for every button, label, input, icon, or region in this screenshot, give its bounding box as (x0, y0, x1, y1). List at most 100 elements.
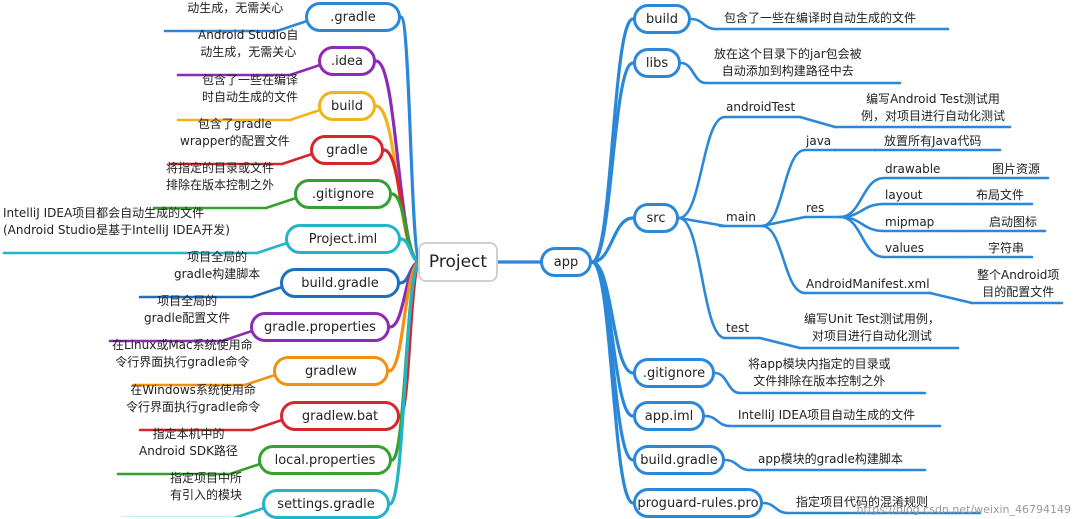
text-line: 目的配置文件 (982, 285, 1055, 299)
test-label: test (726, 320, 749, 337)
connector-src-androidtest (677, 115, 727, 220)
left-node-5[interactable]: Project.iml (285, 224, 401, 254)
text-line: androidTest (726, 100, 796, 114)
text-line: drawable (885, 162, 941, 176)
node-label: build.gradle (640, 452, 718, 468)
text-line: app模块的gradle构建脚本 (758, 452, 903, 466)
test-desc: 编写Unit Test测试用例，对项目进行自动化测试 (804, 311, 940, 345)
androidtest-desc: 编写Android Test测试用例，对项目进行自动化测试 (861, 91, 1005, 125)
res-item-label-2: mipmap (885, 214, 934, 231)
connector-res-3 (838, 215, 886, 259)
connector-main-java (760, 148, 807, 228)
left-node-9[interactable]: gradlew.bat (280, 401, 400, 431)
left-desc-2: 包含了一些在编译时自动生成的文件 (202, 72, 298, 106)
left-desc-3: 包含了gradle wrapper的配置文件 (180, 116, 290, 150)
node-label: gradlew (304, 363, 358, 379)
root-node-project[interactable]: Project (418, 242, 498, 282)
text-line: 自动添加到构建路径中去 (721, 64, 854, 78)
text-line: 动生成，无需关心 (187, 1, 284, 15)
app-child-node-1[interactable]: libs (633, 48, 681, 78)
connector-desc-6 (250, 285, 284, 299)
left-node-2[interactable]: build (318, 91, 376, 121)
connector-app-0 (590, 17, 635, 264)
node-label: app (553, 254, 579, 270)
connector-app-1 (590, 61, 635, 264)
connector-app-desc-1 (679, 61, 708, 85)
connector-desc-1 (288, 63, 322, 77)
left-node-1[interactable]: .idea (318, 46, 376, 76)
connector-app-desc-3 (713, 371, 742, 395)
left-desc-8: 在Linux或Mac系统使用命令行界面执行gradle命令 (112, 337, 253, 371)
text-line: values (885, 241, 925, 255)
text-line: mipmap (885, 215, 935, 229)
res-item-desc-2: 启动图标 (989, 215, 1038, 229)
text-line: 例，对项目进行自动化测试 (861, 109, 1006, 123)
app-child-node-2[interactable]: src (633, 203, 679, 233)
left-desc-9: 在Windows系统使用命令行界面执行gradle命令 (126, 382, 260, 416)
manifest-label: AndroidManifest.xml (806, 276, 930, 293)
node-label: Project.iml (308, 231, 378, 247)
left-desc-1: Android Studio自动生成，无需关心 (198, 27, 298, 61)
left-node-0[interactable]: .gradle (305, 2, 401, 32)
connector-desc-7 (220, 329, 254, 343)
connector-app-5 (590, 260, 635, 462)
res-label: res (806, 200, 824, 217)
app-child-node-4[interactable]: app.iml (633, 401, 705, 431)
text-line: 项目全局的 (187, 250, 248, 264)
app-desc-5: app模块的gradle构建脚本 (758, 451, 903, 468)
text-line: main (726, 210, 756, 224)
node-label: .gitignore (642, 365, 706, 381)
text-line: 包含了gradle (197, 117, 272, 131)
app-desc-3: 将app模块内指定的目录或文件排除在版本控制之外 (748, 356, 891, 390)
node-label: gradlew.bat (301, 408, 379, 424)
connector-desc-11 (233, 506, 266, 517)
connector-desc-10 (228, 462, 262, 476)
java-label: java (806, 133, 831, 150)
text-line: 文件排除在版本控制之外 (753, 374, 886, 388)
text-line: res (806, 201, 825, 215)
app-desc-6: 指定项目代码的混淆规则 (796, 494, 928, 511)
text-line: IntelliJ IDEA项目自动生成的文件 (738, 408, 916, 422)
text-line: 整个Android项 (977, 268, 1060, 282)
app-node[interactable]: app (540, 247, 592, 277)
res-item-desc-0: 图片资源 (992, 162, 1041, 176)
connector-app-2 (590, 216, 635, 264)
connector-left-0 (399, 15, 422, 264)
text-line: 令行界面执行gradle命令 (115, 355, 250, 369)
connector-app-desc-4 (703, 414, 732, 428)
left-node-11[interactable]: settings.gradle (262, 489, 390, 519)
app-child-node-6[interactable]: proguard-rules.pro (633, 488, 763, 518)
node-label: proguard-rules.pro (637, 495, 759, 511)
app-child-node-3[interactable]: .gitignore (633, 358, 715, 388)
androidtest-label: androidTest (726, 99, 795, 116)
left-node-4[interactable]: .gitignore (294, 179, 392, 209)
left-node-3[interactable]: gradle (310, 135, 384, 165)
connector-src-test (677, 216, 727, 340)
left-desc-5: IntelliJ IDEA项目都会自动生成的文件 (Android Studio是… (3, 205, 230, 239)
left-desc-4: 将指定的目录或文件排除在版本控制之外 (166, 160, 274, 194)
connector-main-manifest (760, 224, 807, 295)
connector-main-res (760, 215, 807, 228)
text-line: wrapper的配置文件 (180, 134, 290, 148)
app-child-node-0[interactable]: build (633, 4, 691, 34)
text-line: Android SDK路径 (139, 444, 238, 458)
text-line: 在Linux或Mac系统使用命 (112, 338, 253, 352)
connector-test-desc (758, 336, 802, 350)
app-child-node-5[interactable]: build.gradle (633, 445, 725, 475)
text-line: 放置所有Java代码 (884, 134, 982, 148)
left-node-10[interactable]: local.properties (258, 445, 392, 475)
left-node-6[interactable]: build.gradle (280, 268, 400, 298)
text-line: IntelliJ IDEA项目都会自动生成的文件 (3, 206, 205, 220)
node-label: build (331, 98, 363, 114)
left-node-8[interactable]: gradlew (273, 356, 389, 386)
left-node-7[interactable]: gradle.properties (250, 312, 390, 342)
node-label: local.properties (274, 452, 376, 468)
res-item-label-1: layout (885, 187, 922, 204)
text-line: (Android Studio是基于IntelliJ IDEA开发) (3, 223, 230, 237)
text-line: 将指定的目录或文件 (166, 161, 275, 175)
text-line: 指定本机中的 (152, 427, 225, 441)
node-label: .idea (331, 53, 363, 69)
text-line: 有引入的模块 (170, 488, 243, 502)
